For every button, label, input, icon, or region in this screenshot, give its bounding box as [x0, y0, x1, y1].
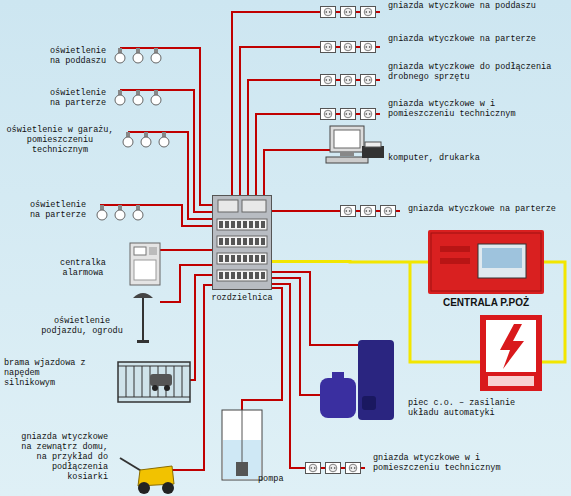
device-label: pompa: [258, 474, 298, 484]
device-label: oświetlenie na parterze: [45, 88, 111, 108]
device-label: gniazda wtyczkowe do podłączenia drobneg…: [388, 62, 558, 82]
socket-groups: [306, 7, 396, 474]
panel-body: [428, 230, 544, 294]
computer-printer: [326, 126, 384, 163]
garden-lamp: [133, 293, 153, 343]
board-body: [212, 195, 272, 290]
entrance-gate: [118, 362, 190, 402]
fire-switch-sign: [480, 315, 542, 391]
device-label: oświetlenie podjazdu, ogrodu: [38, 316, 126, 336]
device-label: gniazda wtyczkowe na parterze: [388, 34, 568, 44]
device-label: gniazda wtyczkowe na poddaszu: [388, 1, 568, 11]
boiler: [320, 340, 394, 420]
pump-tank: [222, 410, 262, 480]
panel-label: CENTRALA P.POŻ: [443, 297, 529, 308]
device-label: brama wjazdowa z napędem silnikowym: [4, 358, 86, 388]
fire-alarm-panel: CENTRALA P.POŻ: [428, 230, 544, 294]
device-label: gniazda wtyczkowe w i pomieszczeniu tech…: [388, 99, 538, 119]
alarm-panel: [130, 243, 160, 285]
signal-wire: [272, 260, 428, 264]
device-label: oświetlenie na poddaszu: [45, 46, 111, 66]
board-label: rozdzielnica: [211, 293, 272, 303]
power-wires: [100, 12, 400, 470]
device-label: oświetlenie na parterze: [25, 200, 91, 220]
device-label: piec c.o. – zasilanie układu automatyki: [408, 398, 526, 418]
device-label: oświetlenie w garażu, pomieszczeniu tech…: [2, 125, 118, 155]
device-label: gniazda wtyczkowe na parterze: [408, 204, 568, 214]
device-label: gniazda wtyczkowe na zewnątrz domu, na p…: [6, 432, 108, 482]
lawn-mower: [120, 458, 174, 494]
distribution-board: rozdzielnica: [212, 195, 272, 290]
device-label: gniazda wtyczkowe w i pomieszczeniu tech…: [373, 453, 523, 473]
device-label: komputer, drukarka: [388, 153, 508, 163]
device-label: centralka alarmowa: [50, 258, 116, 278]
